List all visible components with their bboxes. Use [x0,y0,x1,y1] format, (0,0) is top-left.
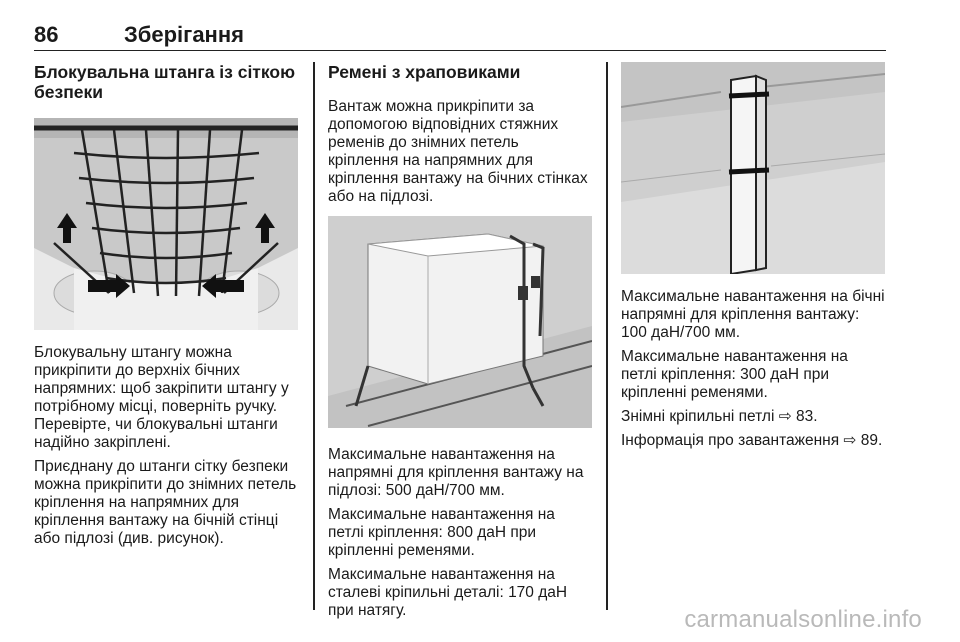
page-header: 86 Зберігання [34,22,886,51]
paragraph: Максимальне навантаження на петлі кріпле… [328,506,555,559]
paragraph: Вантаж можна прикріпити за допомогою від… [328,98,588,205]
paragraph: Максимальне навантаження на сталеві кріп… [328,566,568,619]
column-2: Ремені з храповиками Вантаж можна прикрі… [328,62,592,626]
page-number: 86 [34,22,59,47]
paragraph: Інформація про завантаження ⇨ 89. [621,432,883,449]
paragraph: Блокувальну штангу можна прикріпити до в… [34,344,289,451]
paragraph: Знімні кріпильні петлі ⇨ 83. [621,408,818,425]
paragraph: Максимальне навантаження на петлі кріпле… [621,348,848,401]
side-rail-illustration [621,62,885,274]
column-divider [606,62,608,610]
heading-ratchet-straps: Ремені з храповиками [328,62,521,82]
cargo-straps-illustration [328,216,592,428]
paragraph: Максимальне навантаження на бічні напрям… [621,288,885,341]
column-3: Максимальне навантаження на бічні напрям… [621,62,887,456]
column-divider [313,62,315,610]
column-1: Блокувальна штанга із сіткою безпеки [34,62,300,554]
heading-locking-bar: Блокувальна штанга із сіткою безпеки [34,62,296,102]
safety-net-illustration [34,118,298,330]
paragraph: Максимальне навантаження на напрямні для… [328,446,584,499]
watermark: carmanualsonline.info [684,606,922,633]
paragraph: Приєднану до штанги сітку безпеки можна … [34,458,297,547]
section-title: Зберігання [124,22,244,47]
